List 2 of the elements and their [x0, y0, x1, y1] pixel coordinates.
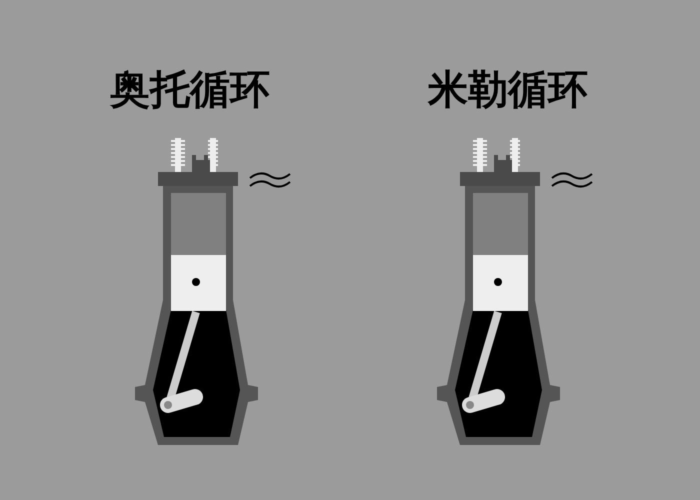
cycle-title: 米勒循环	[428, 66, 588, 115]
cycle-title: 奥托循环	[110, 66, 270, 115]
